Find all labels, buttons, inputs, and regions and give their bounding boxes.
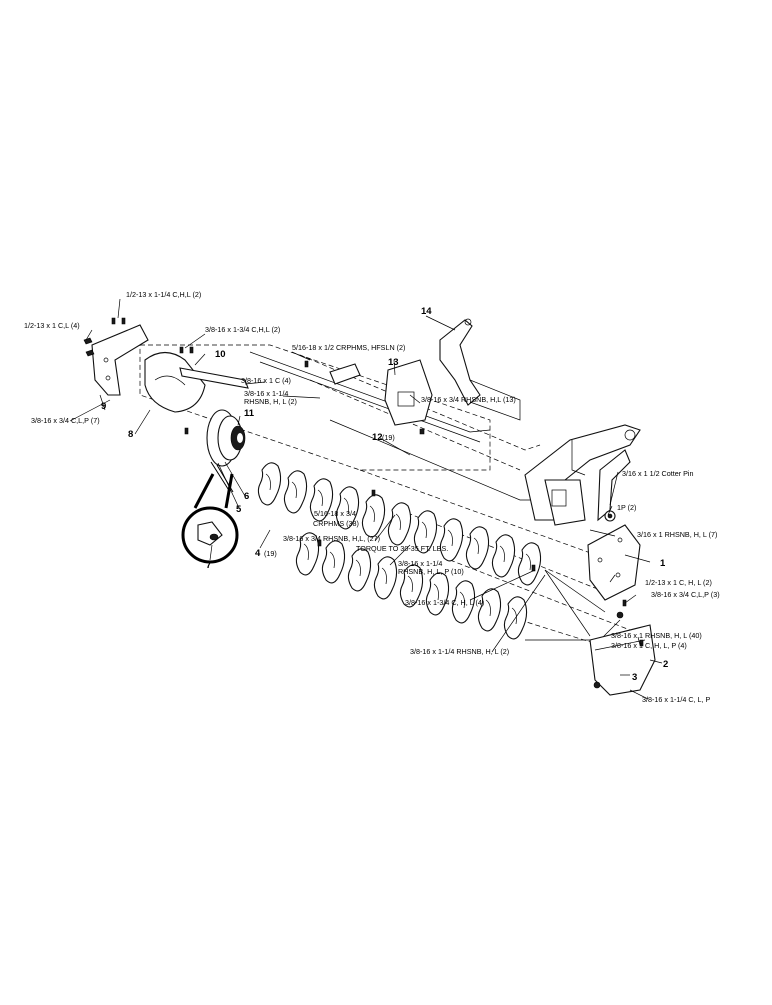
side-plate-part-1	[587, 524, 641, 601]
callout-label: 5/16-18 x 3/4	[314, 509, 356, 518]
callout-label: 1/2-13 x 1-1/4 C,H,L (2)	[126, 290, 201, 299]
spring-tine	[413, 510, 438, 554]
callout-label: 3/8-16 x 1 RHSNB, H, L (40)	[611, 631, 702, 640]
callout-label: RHSNB, H, L, P (10)	[398, 567, 464, 576]
spring-tine	[335, 486, 360, 530]
callout-label: 3/8-16 x 1-3/4 C, H, L (4)	[405, 598, 484, 607]
part-number: 11	[244, 408, 255, 419]
callout-label: 3/8-16 x 1-1/4	[244, 389, 288, 398]
hardware-markers	[179, 346, 644, 647]
callout-label: 3/8-16 x 3/4 C,L,P (7)	[31, 416, 100, 425]
tine-rotor-part-4	[257, 462, 542, 640]
part-number: 14	[421, 306, 432, 317]
callout-labels: 1/2-13 x 1-1/4 C,H,L (2) 1/2-13 x 1 C,L …	[24, 290, 720, 704]
spring-tine	[491, 534, 516, 578]
spring-tine-coil	[459, 591, 465, 609]
spring-tine	[399, 564, 424, 608]
spring-tine	[347, 548, 372, 592]
callout-label: 3/16 x 1 1/2 Cotter Pin	[622, 469, 694, 478]
spring-tine-coil	[433, 583, 439, 601]
part-number: 13	[388, 357, 399, 368]
callout-label: CRPHMS (38)	[313, 519, 359, 528]
spring-tine-coil	[485, 599, 491, 617]
part-number: 6	[244, 491, 249, 502]
part-number: 12	[372, 432, 383, 443]
callout-label: RHSNB, H, L (2)	[244, 397, 297, 406]
spring-tine-coil	[525, 553, 531, 571]
part-quantity: (19)	[382, 433, 395, 442]
part-number: 4	[255, 548, 261, 559]
callout-label: 1P (2)	[617, 503, 636, 512]
part-number: 5	[236, 504, 242, 515]
spring-tine-coil	[407, 575, 413, 593]
callout-label: 3/8-16 x 1-1/4 RHSNB, H, L (2)	[410, 647, 509, 656]
callout-label: 3/8-16 x 1-1/4	[398, 559, 442, 568]
part-number: 7	[206, 560, 211, 571]
leader-lines	[69, 298, 663, 700]
strap-part-10	[179, 367, 249, 389]
part-number: 1	[660, 558, 666, 569]
spring-tine-coil	[303, 543, 309, 561]
detail-inset-part-7	[181, 473, 239, 564]
spring-tine	[465, 526, 490, 570]
spring-tine-coil	[499, 545, 505, 563]
callout-label: 3/8-16 x 3/4 RHSNB, H,L (13)	[421, 395, 516, 404]
spring-tine-coil	[291, 481, 297, 499]
spring-tine	[321, 540, 346, 584]
spring-tine	[517, 542, 542, 586]
part-number: 8	[128, 429, 133, 440]
callout-label: 3/8-16 x 1-3/4 C,H,L (2)	[205, 325, 280, 334]
spring-tine	[295, 532, 320, 576]
right-bracket-assembly	[524, 424, 641, 526]
spring-tine-coil	[329, 551, 335, 569]
callout-label: 3/16 x 1 RHSNB, H, L (7)	[637, 530, 717, 539]
spring-tine-coil	[511, 607, 517, 625]
spring-tine-coil	[317, 489, 323, 507]
callout-label: TORQUE TO 30-35 FT. LBS.	[356, 544, 448, 553]
spring-tine-coil	[343, 497, 349, 515]
lower-shield-part-2	[589, 611, 656, 696]
part-number: 2	[663, 659, 668, 670]
spring-tine-coil	[369, 505, 375, 523]
spring-tine-coil	[395, 513, 401, 531]
callout-label: 3/8-16 x 3/4 RHSNB, H,L, (27)	[283, 534, 380, 543]
spring-tine-coil	[381, 567, 387, 585]
spring-tine	[283, 470, 308, 514]
callout-label: 3/8-16 x 1-1/4 C, L, P	[642, 695, 711, 704]
spring-tine-coil	[447, 529, 453, 547]
part-number: 3	[632, 672, 637, 683]
callout-label: 3/8-16 x 3/4 C,L,P (3)	[651, 590, 720, 599]
callout-label: 1/2-13 x 1 C,L (4)	[24, 321, 80, 330]
callout-label: 5/16-18 x 1/2 CRPHMS, HFSLN (2)	[292, 343, 405, 352]
mounting-bracket-part-14	[329, 318, 521, 426]
spring-tine-coil	[473, 537, 479, 555]
spring-tine	[361, 494, 386, 538]
spring-tine-coil	[265, 473, 271, 491]
end-shield-part-9	[83, 317, 149, 396]
spring-tine	[257, 462, 282, 506]
callout-label: 1/2-13 x 1 C, H, L (2)	[645, 578, 712, 587]
spring-tine-coil	[355, 559, 361, 577]
spring-tine-coil	[421, 521, 427, 539]
part-number: 9	[101, 401, 106, 412]
spring-tine	[451, 580, 476, 624]
spring-tine	[439, 518, 464, 562]
spring-tine	[373, 556, 398, 600]
part-number-labels: 14 10 13 9 8 11 12 (19) 6 5 7 4 (19) 1 2…	[101, 306, 668, 683]
spring-tine	[425, 572, 450, 616]
part-number: 10	[215, 349, 226, 360]
spring-tine	[309, 478, 334, 522]
drum-cover-part-8	[144, 351, 206, 413]
spring-tine	[477, 588, 502, 632]
part-quantity: (19)	[264, 549, 277, 558]
callout-label: 3/8-16 x 1 C, H, L, P (4)	[611, 641, 687, 650]
pulley-assembly	[206, 409, 246, 493]
callout-label: 3/8-16 x 1 C (4)	[241, 376, 291, 385]
spring-tine	[387, 502, 412, 546]
